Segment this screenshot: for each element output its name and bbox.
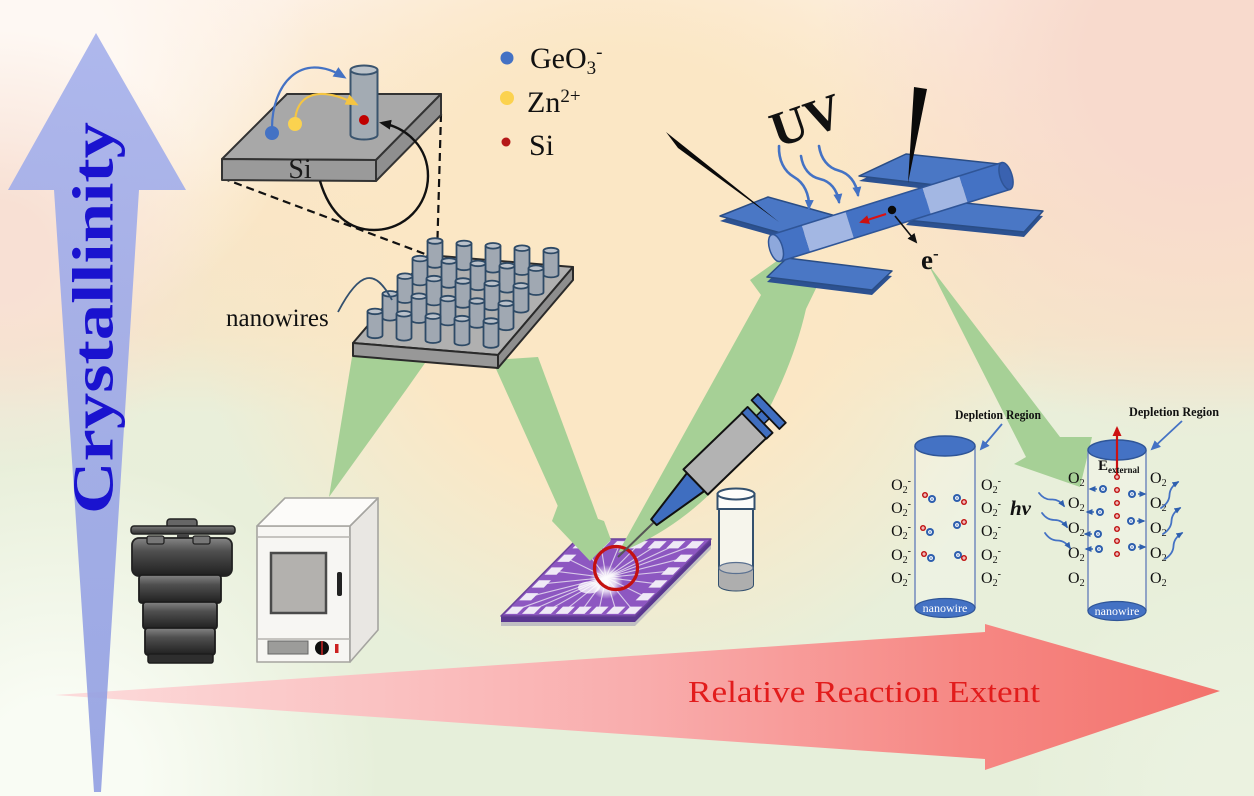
svg-text:nanowires: nanowires [226, 305, 329, 332]
svg-text:Depletion Region: Depletion Region [1129, 404, 1220, 419]
svg-text:Relative Reaction Extent: Relative Reaction Extent [688, 674, 1040, 709]
svg-text:nanowire: nanowire [923, 601, 968, 615]
svg-text:Crystallinity: Crystallinity [61, 122, 126, 514]
svg-text:Si: Si [288, 154, 312, 185]
svg-text:nanowire: nanowire [1095, 604, 1140, 618]
svg-text:Depletion Region: Depletion Region [955, 407, 1042, 422]
svg-text:Zn2+: Zn2+ [527, 86, 581, 119]
svg-text:hν: hν [1010, 496, 1032, 520]
svg-text:Si: Si [529, 129, 554, 162]
